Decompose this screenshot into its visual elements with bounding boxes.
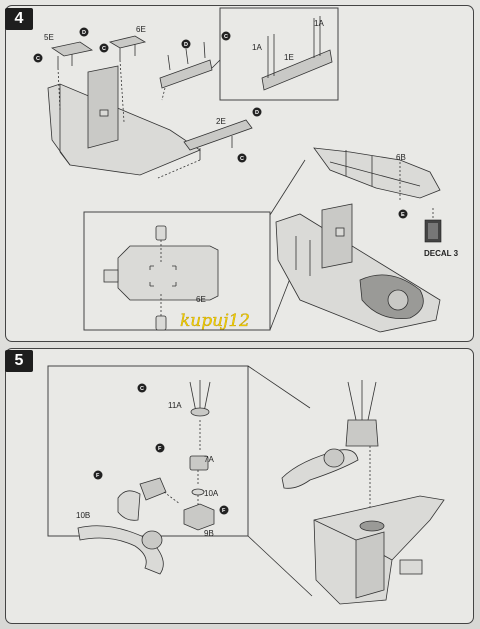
glue-marker-c-3: C	[221, 31, 231, 41]
label-1e: 1E	[284, 53, 294, 62]
label-1a-right: 1A	[314, 19, 324, 28]
glue-marker-c-1: C	[33, 53, 43, 63]
label-1a-left: 1A	[252, 43, 262, 52]
label-10b: 10B	[76, 511, 90, 520]
detail-box-1a	[211, 7, 339, 101]
label-10a: 10A	[204, 489, 219, 498]
assembled-hull-step4	[275, 203, 441, 333]
glue-marker-e: E	[398, 209, 408, 219]
svg-text:D: D	[184, 42, 188, 48]
glue-marker-d-1: D	[79, 27, 89, 37]
part-5e	[50, 41, 94, 111]
label-6b: 6B	[396, 153, 406, 162]
glue-marker-d-2: D	[181, 39, 191, 49]
part-10a	[191, 488, 205, 506]
glue-marker-c-2: C	[99, 43, 109, 53]
watermark: kupuj12	[180, 311, 250, 331]
glue-marker-f-3: F	[219, 505, 229, 515]
hull-shell-step4	[47, 65, 201, 176]
svg-text:F: F	[222, 508, 226, 514]
part-10b-hose	[77, 477, 181, 575]
part-11a	[189, 380, 211, 450]
inset-box-step5	[47, 365, 313, 597]
label-6e: 6E	[136, 25, 146, 34]
svg-text:D: D	[82, 30, 86, 36]
svg-text:C: C	[140, 386, 144, 392]
part-6e-top	[108, 35, 147, 123]
label-2e: 2E	[216, 117, 226, 126]
label-11a: 11A	[168, 401, 182, 410]
glue-marker-f-1: F	[155, 443, 165, 453]
svg-text:C: C	[240, 156, 244, 162]
step-4-badge: 4	[5, 8, 33, 30]
part-7a	[189, 455, 209, 486]
decal-3-label: DECAL 3	[424, 249, 459, 258]
decal-3-marker	[424, 208, 442, 243]
label-6e-inset: 6E	[196, 295, 206, 304]
label-5e: 5E	[44, 33, 54, 42]
assembled-hull-step5	[313, 495, 445, 605]
glue-marker-c-step5: C	[137, 383, 147, 393]
inset-top-view	[83, 211, 271, 331]
label-9b: 9B	[204, 529, 214, 538]
railing-part	[159, 41, 213, 101]
part-6b-canopy	[313, 147, 441, 200]
label-7a: 7A	[204, 455, 214, 464]
svg-text:C: C	[224, 34, 228, 40]
hose-assembly-right	[281, 380, 379, 514]
glue-marker-f-2: F	[93, 470, 103, 480]
svg-text:D: D	[255, 110, 259, 116]
svg-text:F: F	[158, 446, 162, 452]
svg-text:E: E	[401, 212, 405, 218]
glue-marker-d-3: D	[252, 107, 262, 117]
glue-marker-c-4: C	[237, 153, 247, 163]
svg-text:C: C	[36, 56, 40, 62]
svg-text:F: F	[96, 473, 100, 479]
part-2e	[157, 119, 253, 179]
step-5-badge: 5	[5, 350, 33, 372]
svg-text:C: C	[102, 46, 106, 52]
part-9b	[183, 503, 215, 531]
